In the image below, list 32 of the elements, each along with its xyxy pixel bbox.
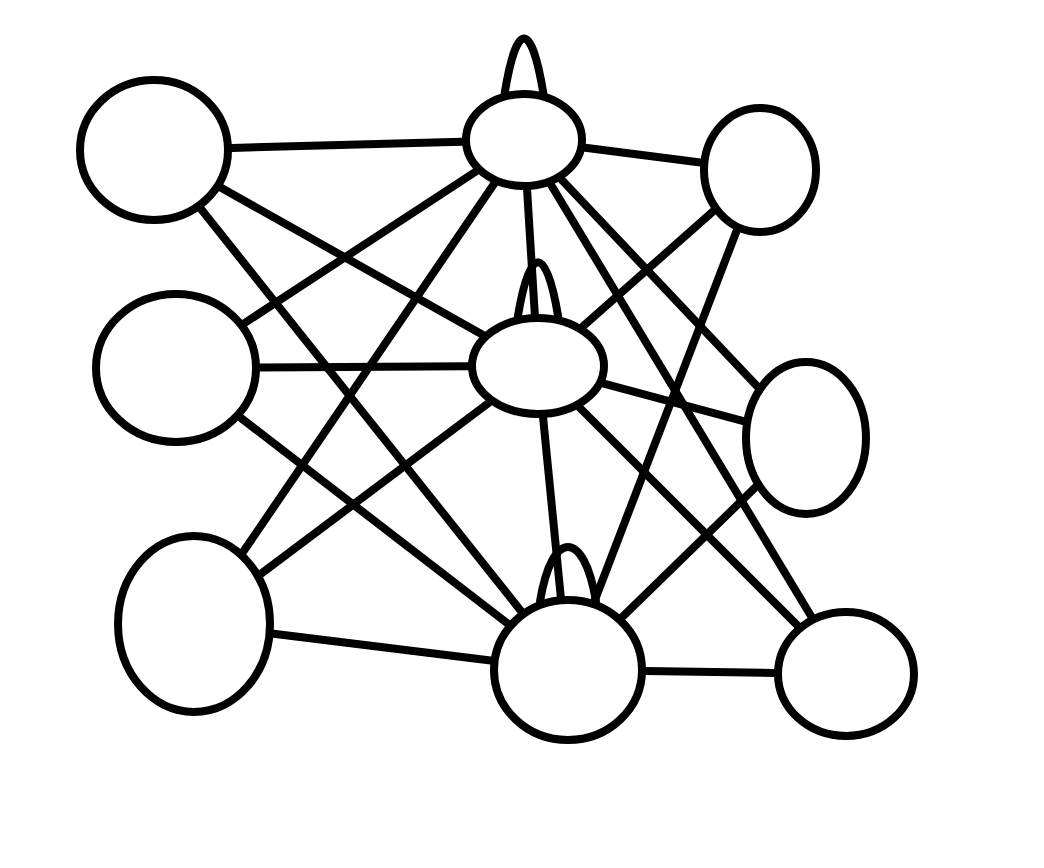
connector-line [236,413,512,628]
connector-line [239,179,499,556]
connector-line [240,167,480,327]
circle [774,608,918,740]
circle [114,532,274,716]
connector-line [618,483,760,621]
connector-line [257,398,493,578]
connector-line [581,143,705,167]
connector-line [197,205,525,615]
connector-line [557,175,762,391]
connector-line [547,180,816,621]
connector-line [575,403,802,630]
circle [468,314,608,418]
connector-line [579,207,718,331]
circle [742,358,870,518]
connector-line [599,379,748,426]
loop-line [536,542,600,605]
loop-line [500,34,548,97]
circle [462,90,586,190]
loop-line [513,258,563,321]
connector-line [227,137,467,152]
connector-line [590,226,741,605]
circle [490,596,646,744]
circle [76,76,232,224]
circle [700,104,820,236]
connector-line [642,667,778,677]
connector-line [217,183,487,339]
connector-line [256,362,472,372]
connector-line [539,413,565,601]
circle [92,290,260,446]
connector-line [269,629,495,665]
connector-line [523,185,539,319]
